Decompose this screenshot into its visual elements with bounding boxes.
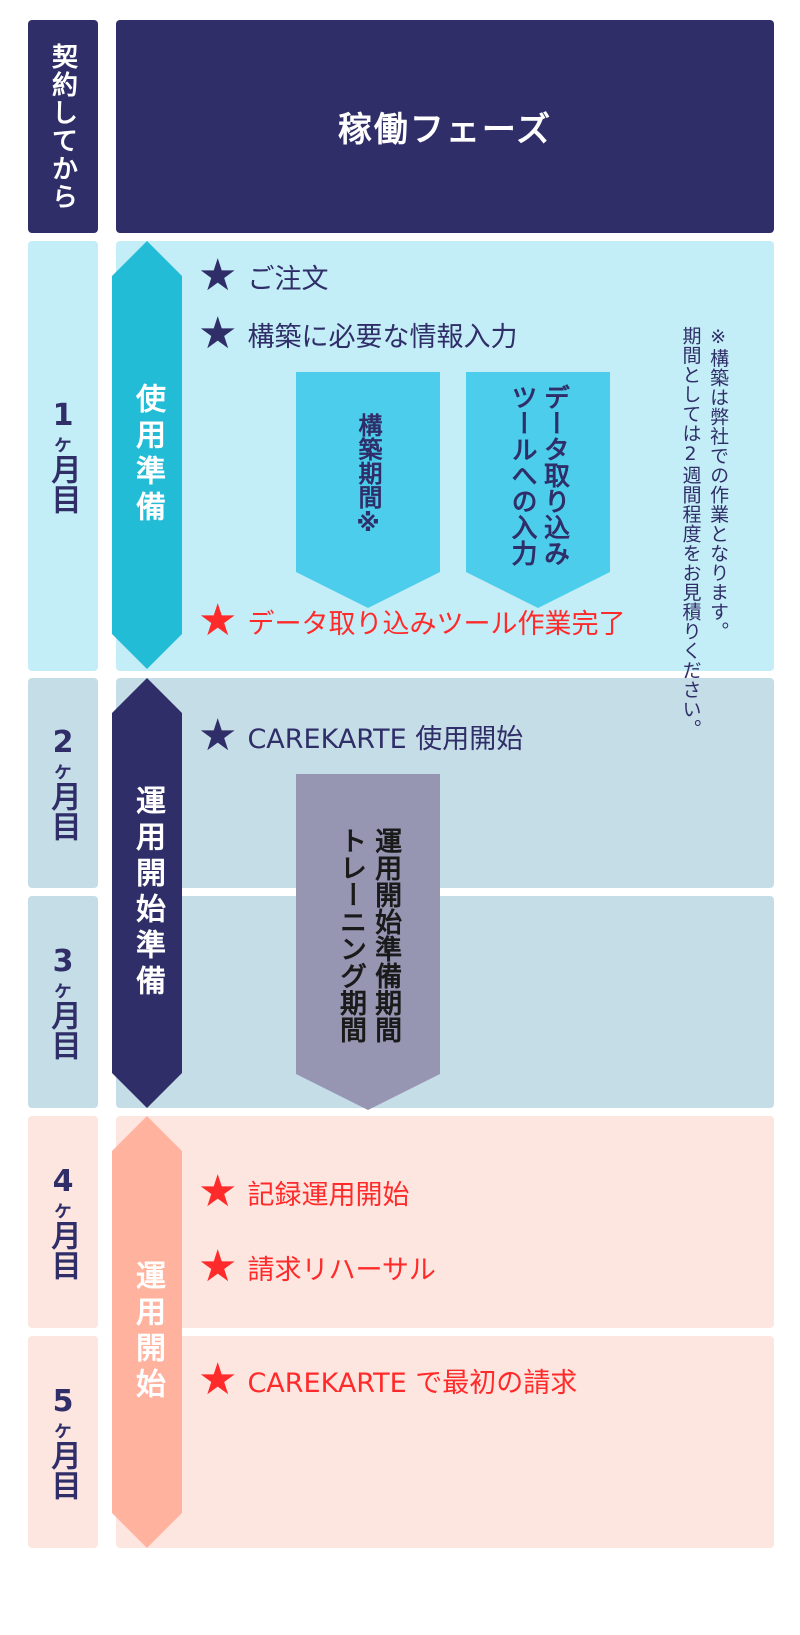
data-tool-period-arrow — [466, 372, 610, 608]
milestone-info-input: ★ 構築に必要な情報入力 — [198, 310, 517, 358]
milestone-data-tool-done-text: データ取り込みツール作業完了 — [247, 608, 626, 640]
month-2-cell — [28, 678, 98, 888]
phase-arrow-preparation — [112, 241, 182, 669]
star-icon: ★ — [198, 1354, 238, 1405]
row-3-background — [116, 896, 774, 1108]
row-2-background — [116, 678, 774, 888]
milestone-billing-rehearsal-text: 請求リハーサル — [247, 1254, 436, 1286]
training-period-arrow — [296, 774, 440, 1110]
build-period-text: 構築期間※ — [354, 413, 382, 537]
milestone-record-start: ★ 記録運用開始 — [198, 1168, 409, 1216]
milestone-order: ★ ご注文 — [198, 252, 328, 300]
month-4-cell — [28, 1116, 98, 1328]
milestone-carekarte-start-text: CAREKARTE 使用開始 — [247, 723, 524, 755]
row-1-background — [116, 241, 774, 671]
star-icon: ★ — [198, 308, 238, 359]
milestone-carekarte-start: ★ CAREKARTE 使用開始 — [198, 712, 523, 760]
milestone-first-billing-text: CAREKARTE で最初の請求 — [247, 1367, 578, 1399]
phase-arrow-operation-prep — [112, 678, 182, 1108]
phase-label-preparation: 使用準備 — [130, 383, 165, 527]
data-tool-period-text: データ取り込みツールへの入力 — [507, 384, 570, 566]
phase-label-operation-prep: 運用開始準備 — [130, 785, 165, 1001]
milestone-billing-rehearsal: ★ 請求リハーサル — [198, 1243, 436, 1291]
phase-label-operation-start: 運用開始 — [130, 1260, 165, 1404]
star-icon: ★ — [198, 1166, 238, 1217]
training-period-text: 運用開始準備期間トレーニング期間 — [335, 827, 402, 1043]
header-left-label: 契約してから — [28, 20, 98, 233]
row-5-background — [116, 1336, 774, 1548]
month-5-cell — [28, 1336, 98, 1548]
milestone-info-input-text: 構築に必要な情報入力 — [247, 321, 518, 353]
month-1-cell — [28, 241, 98, 671]
milestone-order-text: ご注文 — [247, 263, 329, 295]
phase-arrow-operation-start — [112, 1116, 182, 1548]
build-note: ※構築は弊社での作業となります。期間としては2週間程度をお見積りください。 — [679, 326, 730, 739]
star-icon: ★ — [198, 595, 238, 646]
milestone-record-start-text: 記録運用開始 — [247, 1179, 410, 1211]
row-4-background — [116, 1116, 774, 1328]
star-icon: ★ — [198, 710, 238, 761]
milestone-data-tool-done: ★ データ取り込みツール作業完了 — [198, 597, 625, 645]
star-icon: ★ — [198, 1241, 238, 1292]
header-title: 稼働フェーズ — [116, 20, 774, 233]
star-icon: ★ — [198, 250, 238, 301]
milestone-first-billing: ★ CAREKARTE で最初の請求 — [198, 1356, 577, 1404]
month-3-cell — [28, 896, 98, 1108]
build-period-arrow — [296, 372, 440, 608]
